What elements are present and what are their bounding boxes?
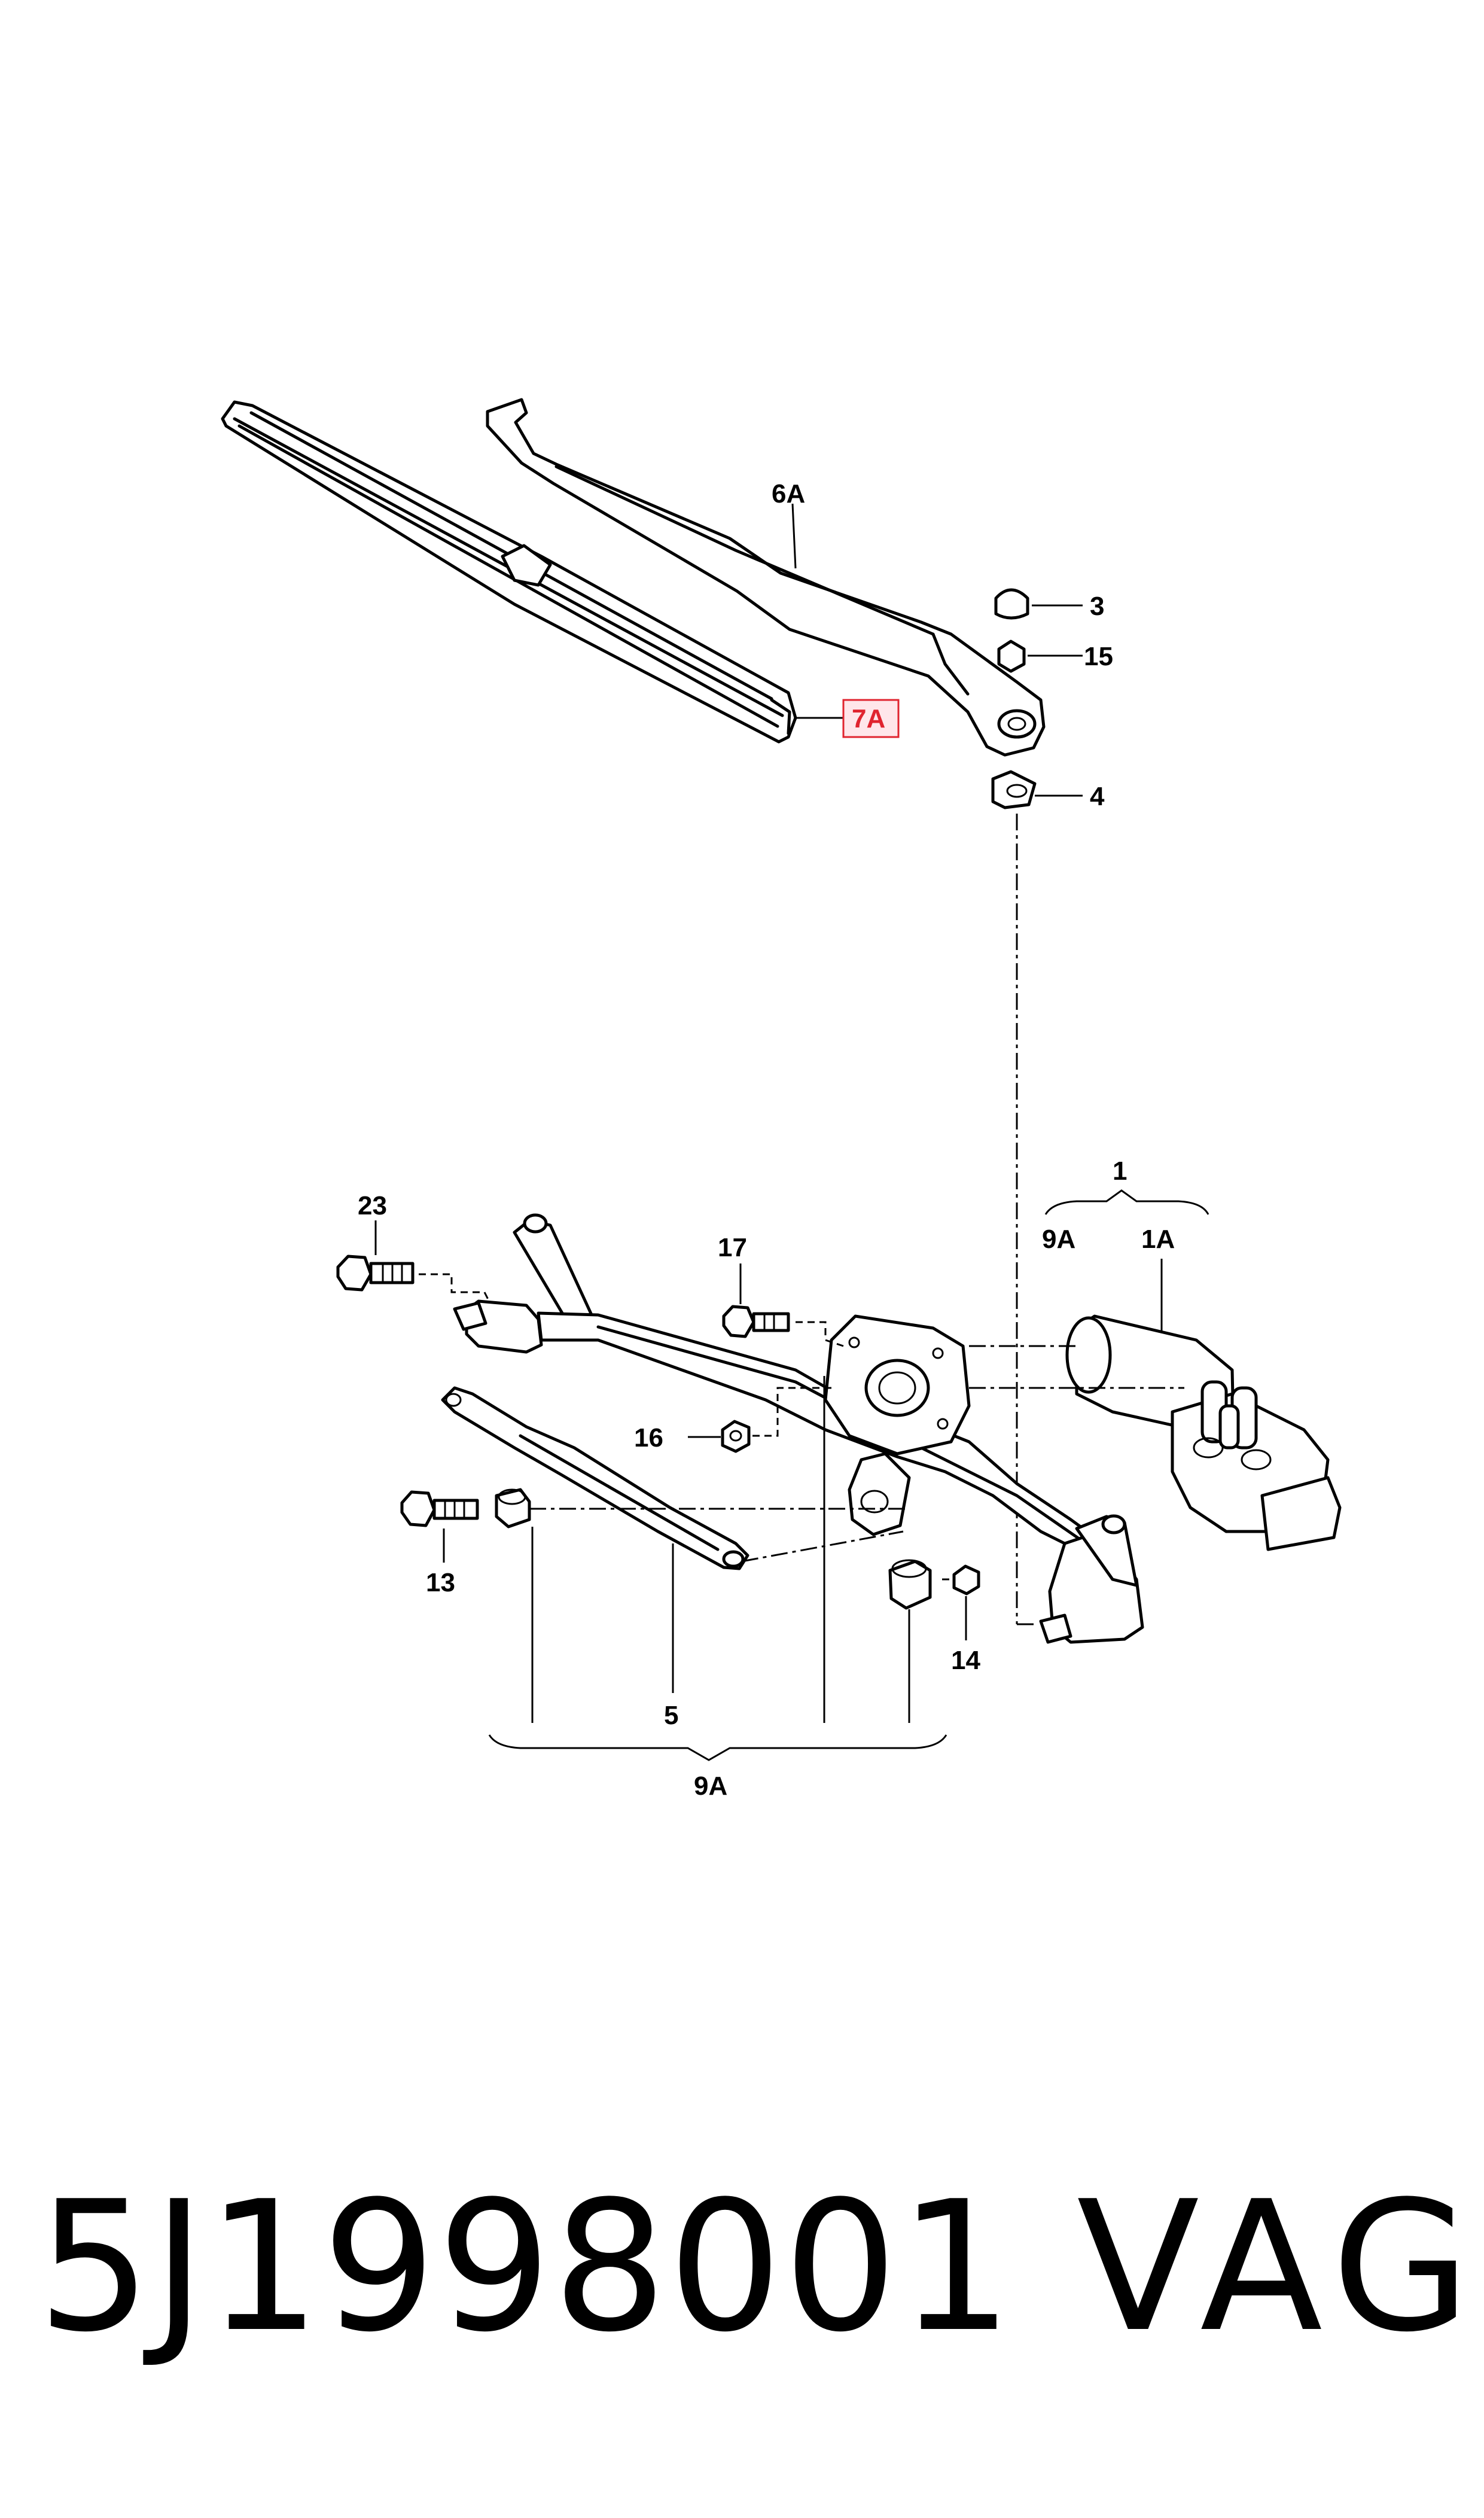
label-6A: 6A (772, 479, 805, 509)
bolt-23[interactable] (336, 1255, 415, 1292)
label-13: 13 (426, 1568, 455, 1597)
nut-16[interactable] (721, 1420, 751, 1453)
wiper-linkage-9A[interactable] (453, 1213, 1144, 1644)
wiper-blade-7A[interactable] (221, 400, 797, 744)
nut-15[interactable] (997, 640, 1026, 673)
label-4: 4 (1090, 782, 1105, 811)
label-1A: 1A (1141, 1225, 1175, 1254)
label-14: 14 (951, 1646, 980, 1675)
label-7A[interactable]: 7A (852, 704, 885, 733)
label-5: 5 (664, 1701, 678, 1730)
highlight-box-7A (842, 699, 900, 738)
part-number-text: 5J1998001 (37, 2163, 1014, 2371)
link-rod-5[interactable] (441, 1386, 749, 1570)
label-23: 23 (358, 1191, 387, 1220)
label-9A-bottom: 9A (694, 1771, 727, 1801)
bushing-left[interactable] (495, 1488, 531, 1529)
seal-4[interactable] (991, 770, 1037, 809)
cap-3[interactable] (994, 588, 1029, 620)
nut-14[interactable] (952, 1564, 980, 1596)
label-15: 15 (1084, 642, 1113, 671)
wiper-motor-1A[interactable] (1065, 1314, 1342, 1551)
label-1: 1 (1113, 1156, 1127, 1186)
bushing-right[interactable] (888, 1559, 932, 1610)
wiper-arm-6A[interactable] (486, 398, 1046, 757)
bolt-13[interactable] (400, 1490, 479, 1527)
bolt-17[interactable] (722, 1305, 790, 1338)
label-3: 3 (1090, 592, 1104, 621)
label-9A-top: 9A (1042, 1225, 1075, 1254)
label-16: 16 (634, 1423, 663, 1453)
brand-text: VAG (1077, 2163, 1483, 2371)
label-17: 17 (718, 1233, 747, 1262)
